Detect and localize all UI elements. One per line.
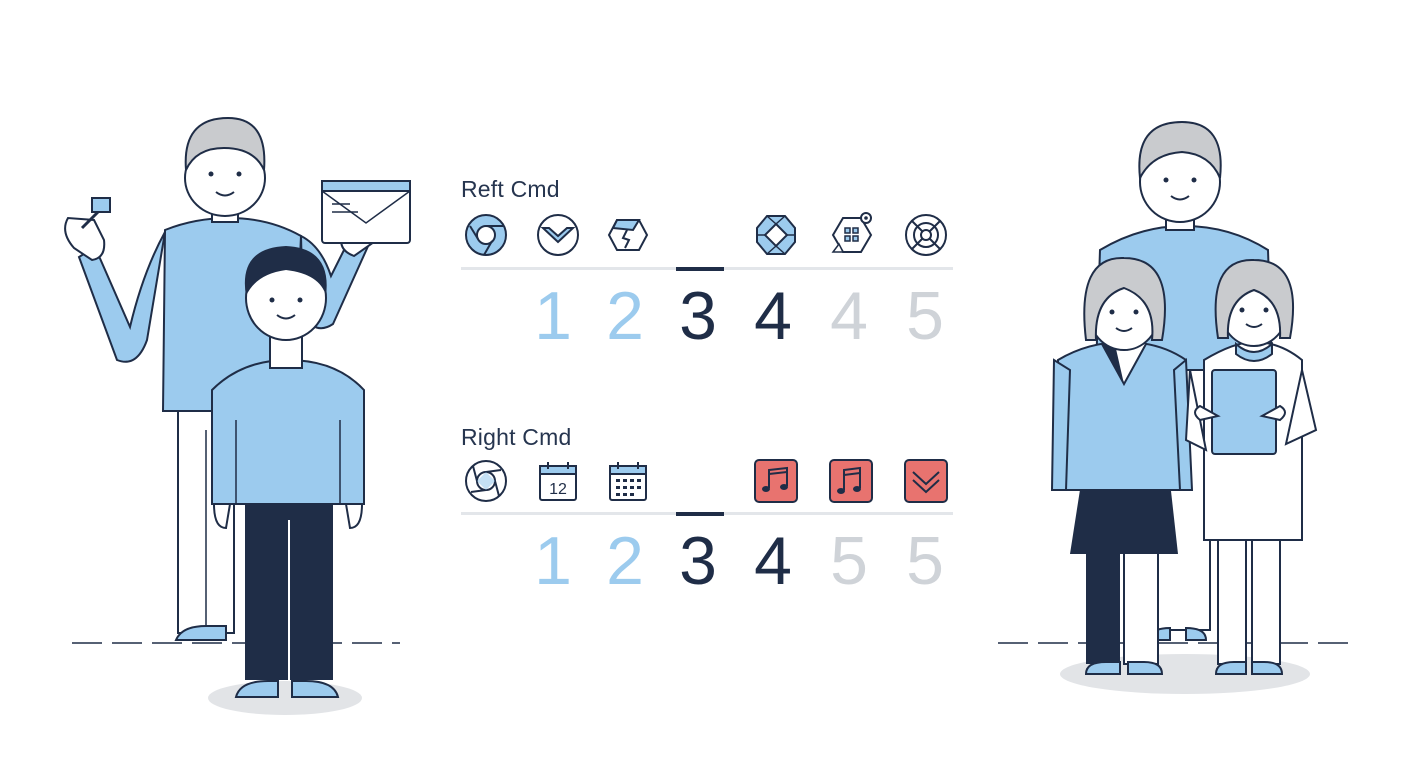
left-number-6[interactable]: 5	[906, 278, 944, 354]
left-command-number-row: 1 2 3 4 4 5	[461, 280, 953, 352]
chevron-down-icon[interactable]	[903, 458, 949, 504]
mail-check-icon[interactable]	[535, 212, 581, 258]
right-number-3[interactable]: 3	[679, 523, 717, 599]
right-number-5[interactable]: 5	[830, 523, 868, 599]
aperture-icon[interactable]	[463, 458, 509, 504]
left-command-icon-row	[461, 212, 953, 260]
right-command-title: Right Cmd	[461, 424, 572, 450]
left-command-title: Reft Cmd	[461, 176, 560, 202]
chrome-icon[interactable]	[463, 212, 509, 258]
calendar-day-label: 12	[549, 481, 567, 498]
left-command-active-marker	[676, 267, 724, 271]
right-command-panel: Right Cmd 12	[461, 424, 953, 599]
music-icon-secondary[interactable]	[828, 458, 874, 504]
right-number-4[interactable]: 4	[754, 523, 792, 599]
left-number-1[interactable]: 1	[534, 278, 572, 354]
calendar-grid-icon[interactable]	[605, 458, 651, 504]
right-number-2[interactable]: 2	[606, 523, 644, 599]
left-command-panel: Reft Cmd	[461, 176, 953, 352]
calendar-icon[interactable]: 12	[535, 458, 581, 504]
gem-icon[interactable]	[753, 212, 799, 258]
music-icon[interactable]	[753, 458, 799, 504]
left-number-4[interactable]: 4	[754, 278, 792, 354]
right-command-number-row: 1 2 3 4 5 5	[461, 525, 953, 597]
right-command-icon-row: 12	[461, 458, 953, 506]
target-icon[interactable]	[903, 212, 949, 258]
group-of-three-figures	[998, 120, 1350, 694]
right-command-active-marker	[676, 512, 724, 516]
left-number-3[interactable]: 3	[679, 278, 717, 354]
right-number-6[interactable]: 5	[906, 523, 944, 599]
broken-hexagon-icon[interactable]	[605, 212, 651, 258]
adult-and-child-figures	[64, 116, 411, 715]
right-number-1[interactable]: 1	[534, 523, 572, 599]
grid-badge-icon[interactable]	[829, 212, 875, 258]
right-people-illustration	[990, 110, 1360, 700]
left-people-illustration	[40, 100, 440, 730]
left-number-5[interactable]: 4	[830, 278, 868, 354]
left-number-2[interactable]: 2	[606, 278, 644, 354]
